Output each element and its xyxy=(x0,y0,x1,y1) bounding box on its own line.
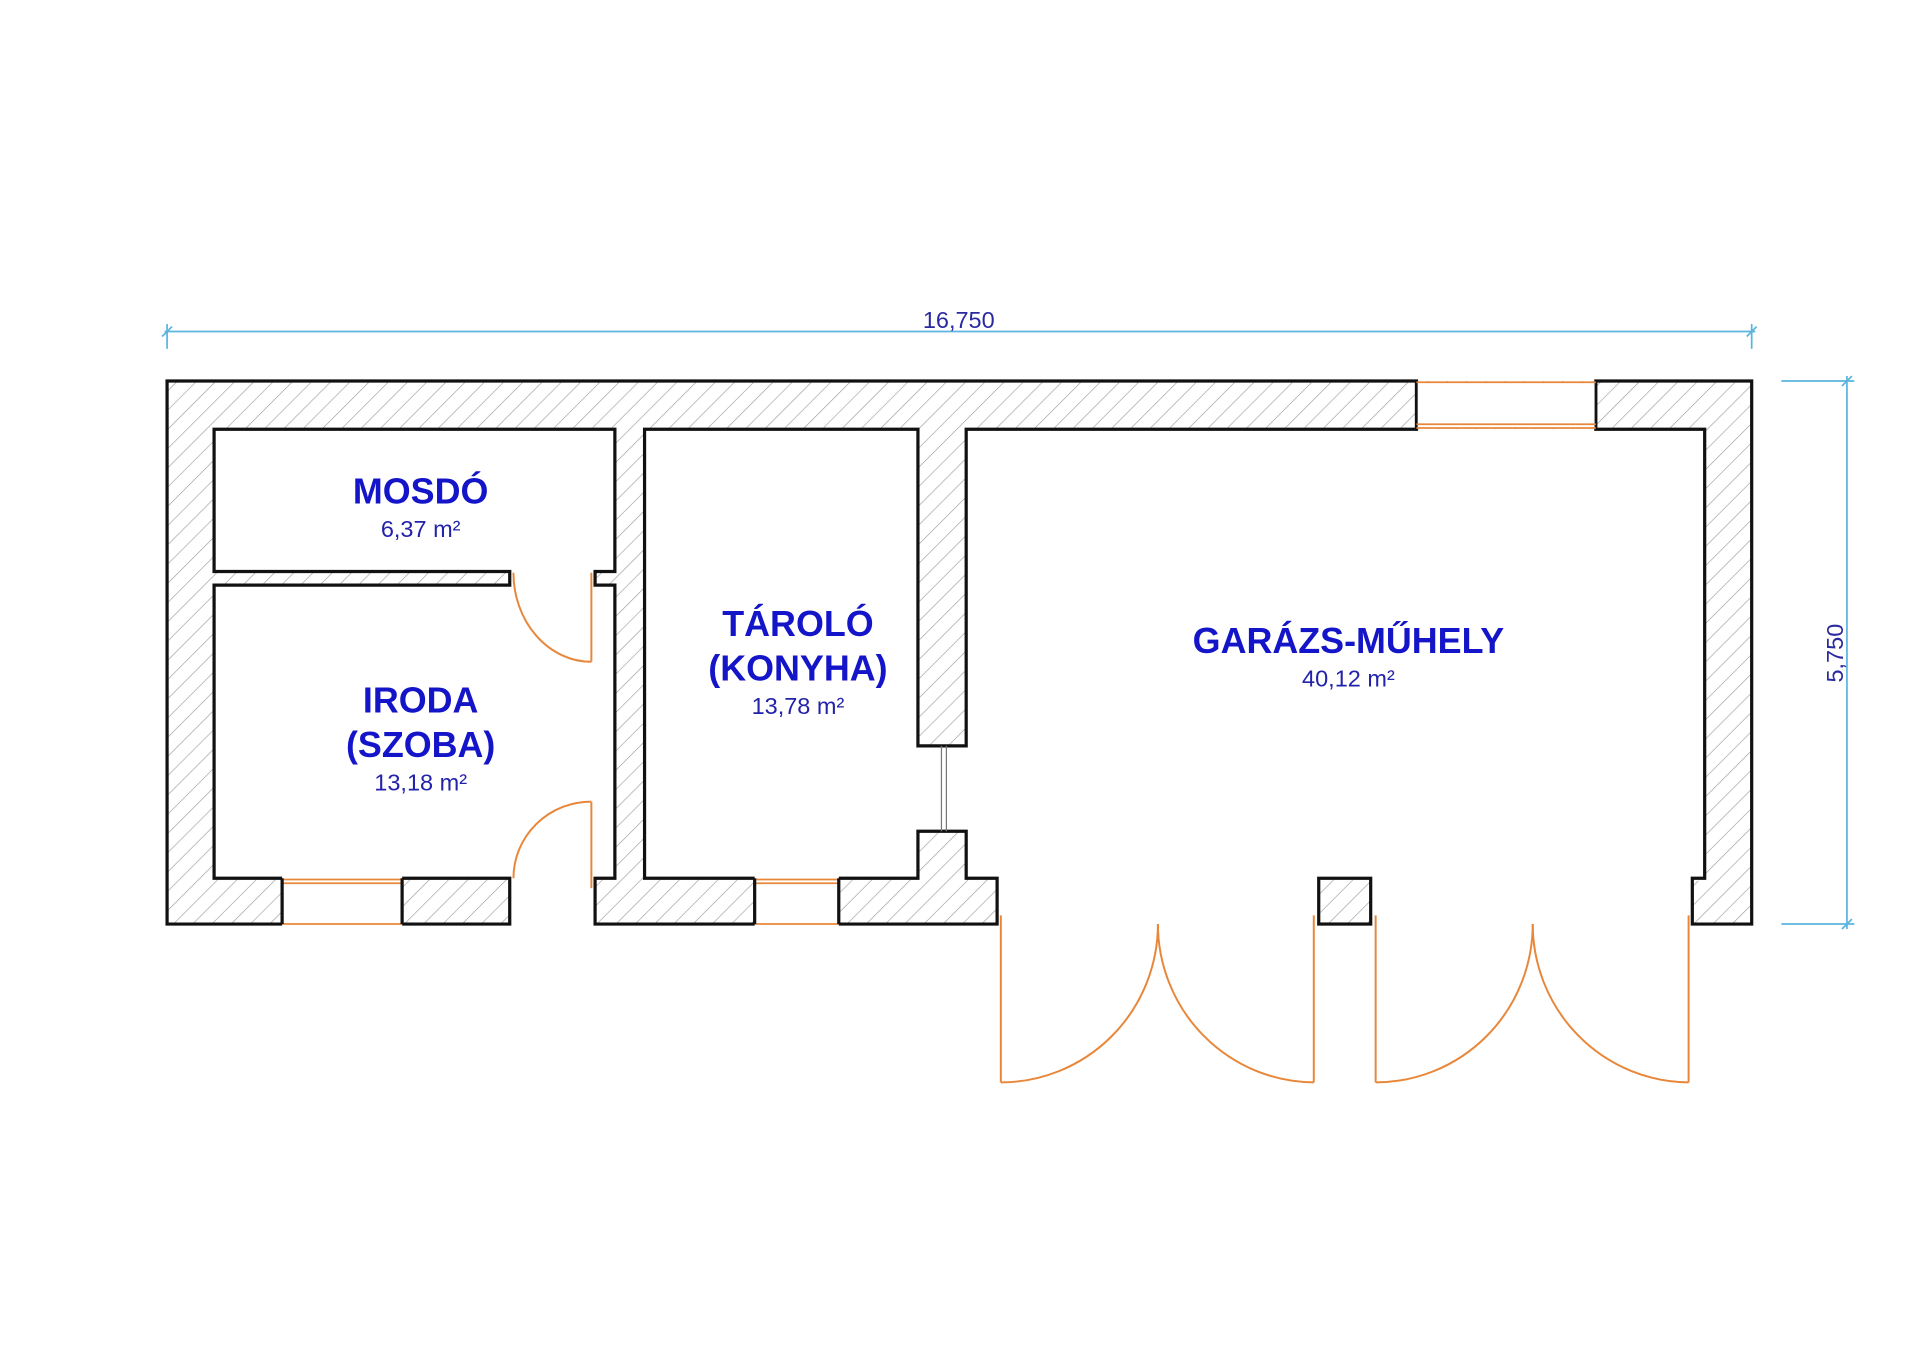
room-name: IRODA xyxy=(363,681,479,721)
room-name-secondary: (KONYHA) xyxy=(708,648,887,688)
garage-door-left xyxy=(999,915,1315,1084)
window-garage xyxy=(1416,381,1596,429)
dimension-width: 16,750 xyxy=(161,307,1758,349)
room-name: MOSDÓ xyxy=(353,471,488,511)
room-garage: GARÁZS-MŰHELY 40,12 m² xyxy=(1193,621,1505,691)
room-taroló: TÁROLÓ (KONYHA) 13,78 m² xyxy=(708,604,887,719)
room-mosdo: MOSDÓ 6,37 m² xyxy=(353,471,488,541)
garage-door-right xyxy=(1374,915,1690,1084)
door-entrance xyxy=(512,800,593,889)
room-area: 13,18 m² xyxy=(374,769,467,795)
room-name-secondary: (SZOBA) xyxy=(346,725,495,765)
passage-frame xyxy=(940,745,948,832)
room-name: TÁROLÓ xyxy=(722,604,873,644)
room-name: GARÁZS-MŰHELY xyxy=(1193,621,1505,661)
room-iroda: IRODA (SZOBA) 13,18 m² xyxy=(346,681,495,796)
dimension-height: 5,750 xyxy=(1781,375,1855,930)
room-area: 13,78 m² xyxy=(752,693,845,719)
room-fills xyxy=(214,429,1708,927)
pillar xyxy=(1317,876,1373,926)
dimension-height-label: 5,750 xyxy=(1822,624,1848,683)
window-taroló xyxy=(753,875,841,927)
window-iroda xyxy=(280,875,404,927)
room-area: 6,37 m² xyxy=(381,516,461,542)
door-mosdo xyxy=(512,572,593,663)
dimension-width-label: 16,750 xyxy=(923,307,995,333)
wall-outline xyxy=(165,379,1754,926)
room-area: 40,12 m² xyxy=(1302,666,1395,692)
